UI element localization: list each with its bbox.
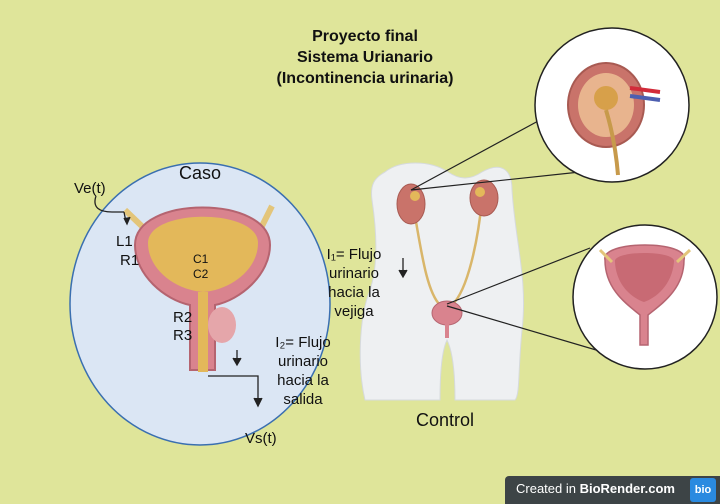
r2-label: R2 bbox=[173, 309, 193, 326]
c1-label: C1 bbox=[193, 252, 209, 266]
i1-text: I₁= Flujo urinario hacia la vejiga bbox=[313, 245, 395, 321]
l1-label: L1 bbox=[116, 233, 133, 250]
urinary-system-control bbox=[396, 179, 499, 338]
caso-circle bbox=[69, 162, 331, 446]
i2-line-1: I₂= Flujo bbox=[275, 334, 331, 351]
kidney-zoom-circle bbox=[534, 27, 690, 183]
title-line-1: Proyecto final bbox=[312, 28, 418, 45]
biorender-badge-text: Created in BioRender.com bbox=[516, 481, 675, 496]
i2-line-2: urinario bbox=[277, 353, 329, 370]
i1-line-2: urinario bbox=[328, 265, 380, 282]
ve-label: Ve(t) bbox=[74, 180, 106, 197]
r1-label: R1 bbox=[120, 252, 140, 269]
i1-line-4: vejiga bbox=[334, 303, 374, 320]
i2-text: I₂= Flujo urinario hacia la salida bbox=[262, 333, 344, 409]
control-label: Control bbox=[416, 410, 475, 430]
i2-line-4: salida bbox=[283, 391, 323, 408]
r3-label: R3 bbox=[173, 327, 193, 344]
badge-prefix: Created in bbox=[516, 481, 580, 496]
body-silhouette bbox=[359, 162, 525, 401]
i1-line-3: hacia la bbox=[328, 284, 380, 301]
flow-arrows bbox=[94, 195, 408, 408]
title-line-2: Sistema Urianario bbox=[296, 49, 434, 66]
biorender-badge[interactable] bbox=[505, 476, 720, 504]
bladder-zoom-circle bbox=[572, 224, 718, 370]
badge-brand: BioRender.com bbox=[579, 481, 675, 496]
vs-label: Vs(t) bbox=[245, 430, 277, 447]
i2-line-3: hacia la bbox=[277, 372, 329, 389]
title-line-3: (Incontinencia urinaria) bbox=[276, 70, 454, 87]
i1-line-1: I₁= Flujo bbox=[326, 246, 382, 263]
c2-label: C2 bbox=[193, 267, 209, 281]
caso-label: Caso bbox=[179, 163, 222, 183]
biorender-logo-icon: bio bbox=[690, 478, 716, 502]
